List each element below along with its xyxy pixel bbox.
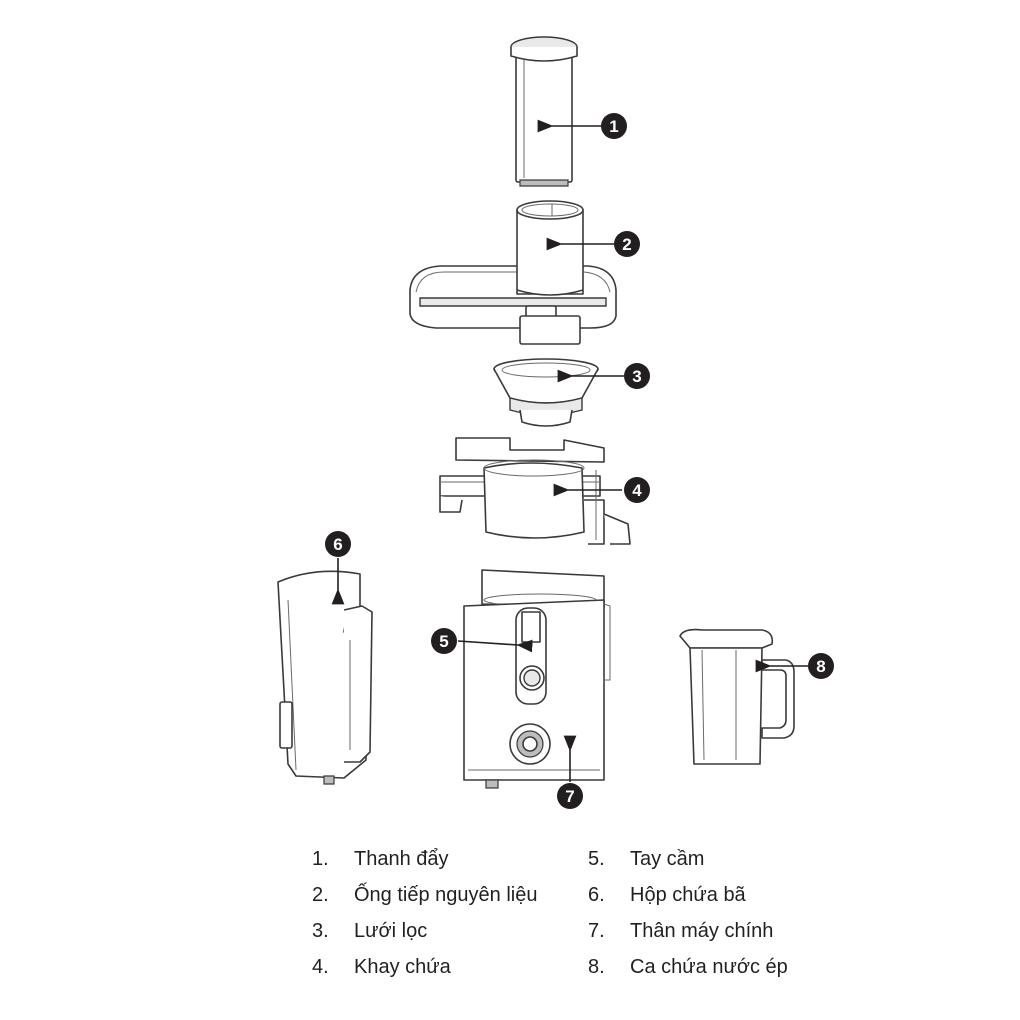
leader-5: [457, 639, 533, 653]
legend-item: 5. Tay cầm: [588, 844, 704, 874]
callout-3: 3: [624, 363, 650, 389]
legend-number: 1.: [312, 848, 329, 870]
legend-item: 4. Khay chứa: [312, 952, 451, 982]
callout-1: 1: [601, 113, 627, 139]
legend-item: 3. Lưới lọc: [312, 916, 427, 946]
part-pusher: [510, 36, 578, 187]
callout-number: 2: [622, 235, 631, 254]
callout-8: 8: [808, 653, 834, 679]
legend-label: Thân máy chính: [630, 920, 774, 942]
callout-number: 4: [632, 481, 642, 500]
part-filter-basket: [493, 358, 599, 427]
legend-number: 8.: [588, 956, 605, 978]
legend-label: Ca chứa nước ép: [630, 956, 788, 978]
callout-number: 7: [565, 787, 574, 806]
callout-6: 6: [325, 531, 351, 557]
legend-number: 7.: [588, 920, 605, 942]
legend-number: 4.: [312, 956, 329, 978]
legend-item: 7. Thân máy chính: [588, 916, 773, 946]
part-main-body: [463, 569, 611, 789]
callout-number: 3: [632, 367, 641, 386]
legend-number: 6.: [588, 884, 605, 906]
part-juice-collector: [439, 437, 631, 545]
callout-number: 8: [816, 657, 825, 676]
legend-item: 6. Hộp chứa bã: [588, 880, 746, 910]
legend-number: 2.: [312, 884, 329, 906]
parts-legend: 1. Thanh đẩy 2. Ống tiếp nguyên liệu 3. Lướ…: [0, 838, 1020, 998]
callout-7: 7: [557, 783, 583, 809]
juicer-exploded-diagram: 1 2 3 4 5 6 7 8: [277, 36, 834, 809]
callout-number: 5: [439, 632, 448, 651]
callout-2: 2: [614, 231, 640, 257]
legend-label: Hộp chứa bã: [630, 884, 746, 906]
legend-number: 5.: [588, 848, 605, 870]
legend-item: 2. Ống tiếp nguyên liệu: [312, 880, 537, 910]
legend-item: 8. Ca chứa nước ép: [588, 952, 788, 982]
legend-label: Tay cầm: [630, 848, 705, 870]
legend-label: Khay chứa: [354, 956, 451, 978]
legend-number: 3.: [312, 920, 329, 942]
callout-number: 6: [333, 535, 342, 554]
legend-label: Thanh đẩy: [354, 848, 449, 870]
legend-label: Lưới lọc: [354, 920, 428, 942]
legend-item: 1. Thanh đẩy: [312, 844, 449, 874]
callout-4: 4: [624, 477, 650, 503]
part-feed-tube-lid: [409, 200, 617, 345]
part-juice-jug: [679, 628, 795, 765]
callout-5: 5: [431, 628, 457, 654]
part-pulp-container: [277, 570, 373, 785]
legend-label: Ống tiếp nguyên liệu: [354, 884, 538, 906]
callout-number: 1: [609, 117, 618, 136]
